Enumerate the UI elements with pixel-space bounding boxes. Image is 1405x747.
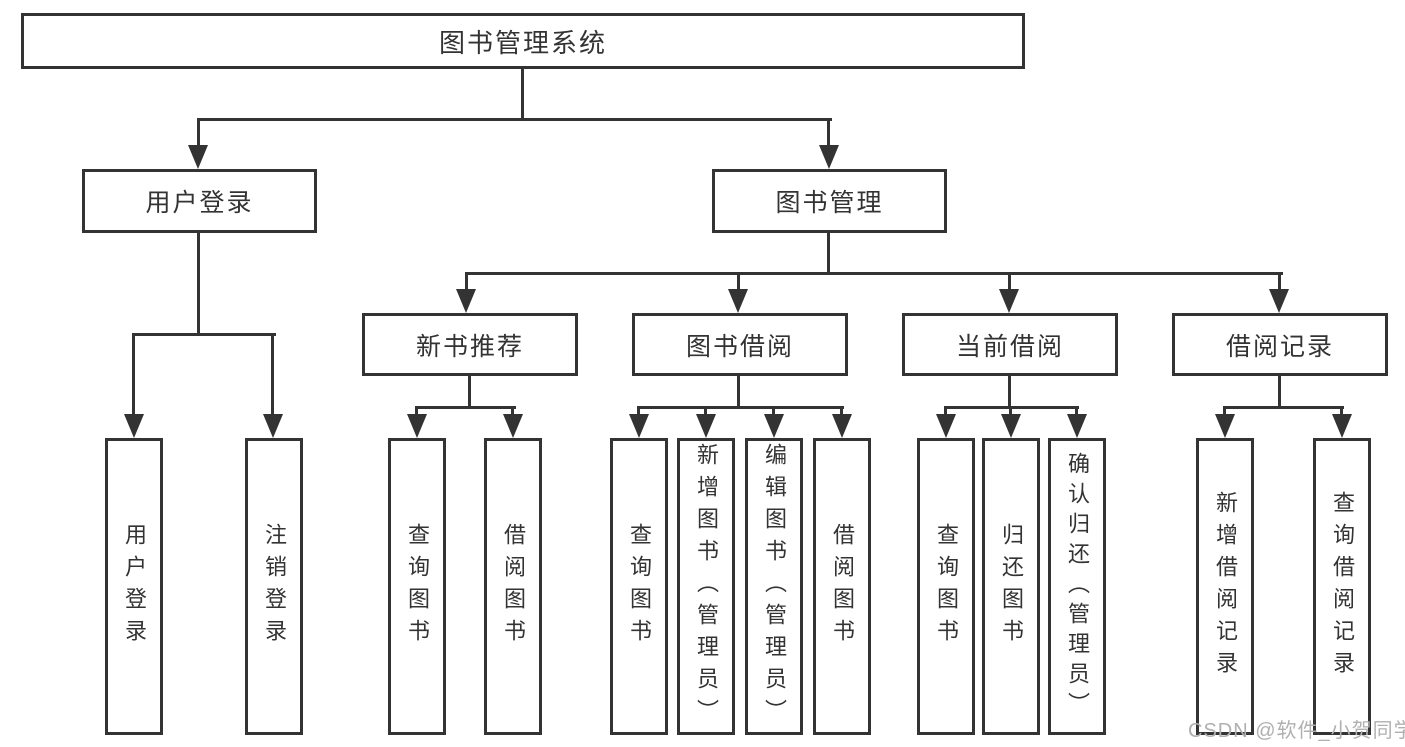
leaf-label: 借阅图书	[501, 522, 526, 651]
arrow-down-icon	[503, 414, 523, 438]
connector-line	[1075, 406, 1078, 418]
connector-line	[197, 118, 200, 148]
node-label: 图书管理系统	[438, 27, 607, 58]
arrow-down-icon	[1269, 289, 1289, 313]
leaf-label: 注销登录	[262, 522, 287, 651]
connector-line	[521, 69, 524, 121]
leaf-label: 归还图书	[999, 522, 1024, 651]
connector-line	[1340, 406, 1343, 418]
connector-line	[415, 406, 418, 418]
leaf-user-login: 用户登录	[105, 438, 163, 735]
node-current-borrowing: 当前借阅	[902, 313, 1118, 376]
arrow-down-icon	[819, 145, 839, 169]
connector-line	[737, 272, 740, 291]
connector-line	[415, 406, 516, 409]
leaf-query-borrow-record: 查询借阅记录	[1313, 438, 1371, 735]
arrow-down-icon	[1001, 414, 1021, 438]
node-borrowing-records: 借阅记录	[1172, 313, 1388, 376]
arrow-down-icon	[407, 414, 427, 438]
leaf-query-books: 查询图书	[610, 438, 668, 735]
arrow-down-icon	[188, 145, 208, 169]
node-label: 用户登录	[145, 189, 254, 217]
arrow-down-icon	[764, 414, 784, 438]
connector-line	[1009, 406, 1012, 418]
connector-line	[465, 272, 1283, 275]
leaf-query-books: 查询图书	[388, 438, 446, 735]
leaf-add-book-admin: 新增图书（管理员）	[677, 438, 735, 735]
connector-line	[772, 406, 775, 418]
leaf-label: 用户登录	[122, 522, 147, 651]
arrow-down-icon	[1067, 414, 1087, 438]
arrow-down-icon	[999, 289, 1019, 313]
connector-line	[511, 406, 514, 418]
connector-line	[637, 406, 844, 409]
connector-line	[704, 406, 707, 418]
connector-line	[944, 406, 947, 418]
node-user-login: 用户登录	[82, 169, 317, 233]
node-label: 图书借阅	[685, 332, 794, 361]
connector-line	[271, 333, 274, 416]
arrow-down-icon	[456, 289, 476, 313]
node-library-management-system: 图书管理系统	[21, 13, 1025, 69]
leaf-query-books: 查询图书	[917, 438, 975, 735]
node-label: 新书推荐	[415, 332, 524, 361]
node-book-management: 图书管理	[712, 169, 947, 233]
connector-line	[827, 118, 830, 148]
arrow-down-icon	[629, 414, 649, 438]
csdn-watermark: CSDN @软件_小贺同学	[1188, 720, 1405, 742]
node-label: 借阅记录	[1225, 332, 1334, 361]
connector-line	[1008, 376, 1011, 409]
leaf-label: 新增图书（管理员）	[694, 442, 719, 731]
arrow-down-icon	[1332, 414, 1352, 438]
connector-line	[1278, 376, 1281, 409]
arrow-down-icon	[696, 414, 716, 438]
leaf-label: 借阅图书	[830, 522, 855, 651]
arrow-down-icon	[832, 414, 852, 438]
connector-line	[1223, 406, 1226, 418]
leaf-borrow-books: 借阅图书	[813, 438, 871, 735]
connector-line	[132, 333, 135, 416]
arrow-down-icon	[124, 414, 144, 438]
node-label: 当前借阅	[955, 332, 1064, 361]
connector-line	[840, 406, 843, 418]
leaf-label: 查询借阅记录	[1330, 490, 1355, 683]
leaf-label: 查询图书	[934, 522, 959, 651]
connector-line	[1278, 272, 1281, 291]
leaf-edit-book-admin: 编辑图书（管理员）	[745, 438, 803, 735]
connector-line	[468, 376, 471, 409]
leaf-label: 确认归还（管理员）	[1065, 451, 1090, 722]
connector-line	[197, 118, 832, 121]
connector-line	[1008, 272, 1011, 291]
leaf-confirm-return-admin: 确认归还（管理员）	[1048, 438, 1106, 735]
connector-line	[737, 376, 740, 409]
connector-line	[465, 272, 468, 291]
node-book-borrowing: 图书借阅	[632, 313, 848, 376]
leaf-label: 查询图书	[405, 522, 430, 651]
node-label: 图书管理	[775, 189, 884, 217]
leaf-label: 查询图书	[627, 522, 652, 651]
arrow-down-icon	[936, 414, 956, 438]
node-new-book-recommendation: 新书推荐	[362, 313, 578, 376]
leaf-return-books: 归还图书	[982, 438, 1040, 735]
connector-line	[132, 333, 276, 336]
connector-line	[1223, 406, 1344, 409]
leaf-logout: 注销登录	[245, 438, 303, 735]
connector-line	[637, 406, 640, 418]
arrow-down-icon	[728, 289, 748, 313]
leaf-label: 新增借阅记录	[1213, 490, 1238, 683]
connector-line	[827, 233, 830, 275]
arrow-down-icon	[263, 414, 283, 438]
leaf-add-borrow-record: 新增借阅记录	[1196, 438, 1254, 735]
leaf-label: 编辑图书（管理员）	[762, 442, 787, 731]
connector-line	[197, 233, 200, 336]
leaf-borrow-books: 借阅图书	[484, 438, 542, 735]
arrow-down-icon	[1215, 414, 1235, 438]
